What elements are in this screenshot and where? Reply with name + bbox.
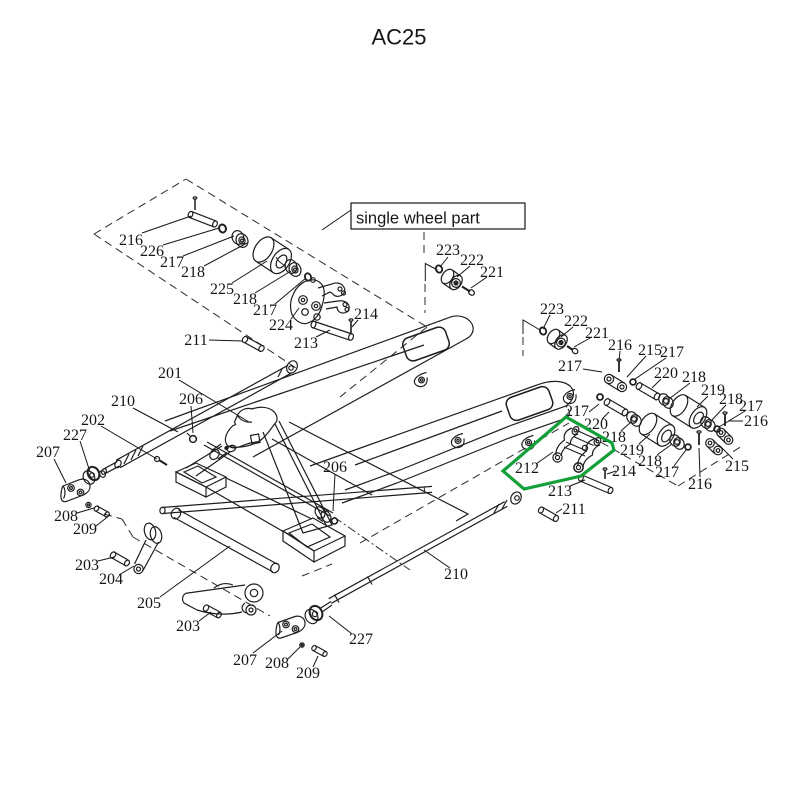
svg-text:215: 215 — [638, 342, 662, 359]
svg-text:204: 204 — [99, 571, 123, 588]
svg-text:208: 208 — [54, 508, 78, 525]
svg-text:203: 203 — [75, 557, 99, 574]
svg-text:219: 219 — [701, 382, 725, 399]
svg-text:203: 203 — [176, 618, 200, 635]
svg-text:226: 226 — [140, 243, 164, 260]
svg-text:216: 216 — [608, 337, 632, 354]
svg-text:217: 217 — [655, 464, 679, 481]
svg-text:214: 214 — [354, 306, 378, 323]
svg-text:227: 227 — [63, 427, 87, 444]
svg-text:217: 217 — [160, 254, 184, 271]
svg-text:215: 215 — [725, 458, 749, 475]
svg-text:218: 218 — [719, 391, 743, 408]
svg-text:212: 212 — [515, 460, 539, 477]
svg-text:211: 211 — [562, 501, 585, 518]
svg-text:207: 207 — [36, 444, 60, 461]
svg-text:220: 220 — [654, 365, 678, 382]
svg-text:221: 221 — [585, 325, 609, 342]
svg-text:206: 206 — [179, 391, 203, 408]
svg-text:222: 222 — [564, 313, 588, 330]
svg-text:207: 207 — [233, 652, 257, 669]
svg-text:209: 209 — [73, 521, 97, 538]
svg-text:205: 205 — [137, 595, 161, 612]
svg-text:211: 211 — [184, 332, 207, 349]
svg-text:AC25: AC25 — [371, 25, 426, 50]
svg-text:216: 216 — [744, 413, 768, 430]
svg-text:227: 227 — [349, 631, 373, 648]
svg-text:224: 224 — [269, 317, 293, 334]
svg-text:217: 217 — [565, 403, 589, 420]
svg-text:225: 225 — [210, 281, 234, 298]
svg-text:218: 218 — [638, 453, 662, 470]
svg-text:217: 217 — [660, 344, 684, 361]
svg-text:217: 217 — [558, 358, 582, 375]
svg-text:214: 214 — [612, 463, 636, 480]
svg-text:210: 210 — [111, 393, 135, 410]
svg-text:201: 201 — [158, 365, 182, 382]
svg-text:221: 221 — [480, 264, 504, 281]
svg-text:206: 206 — [323, 459, 347, 476]
svg-text:223: 223 — [540, 301, 564, 318]
svg-text:218: 218 — [682, 369, 706, 386]
svg-text:219: 219 — [620, 442, 644, 459]
svg-text:223: 223 — [436, 242, 460, 259]
svg-text:218: 218 — [181, 264, 205, 281]
svg-text:single wheel part: single wheel part — [356, 210, 480, 228]
svg-text:217: 217 — [739, 398, 763, 415]
svg-text:213: 213 — [294, 335, 318, 352]
svg-text:209: 209 — [296, 665, 320, 682]
svg-text:216: 216 — [688, 476, 712, 493]
svg-text:210: 210 — [444, 566, 468, 583]
svg-text:213: 213 — [548, 483, 572, 500]
svg-text:216: 216 — [119, 232, 143, 249]
svg-text:208: 208 — [265, 655, 289, 672]
svg-text:218: 218 — [233, 291, 257, 308]
svg-text:202: 202 — [81, 412, 105, 429]
svg-text:222: 222 — [460, 252, 484, 269]
svg-text:217: 217 — [253, 302, 277, 319]
